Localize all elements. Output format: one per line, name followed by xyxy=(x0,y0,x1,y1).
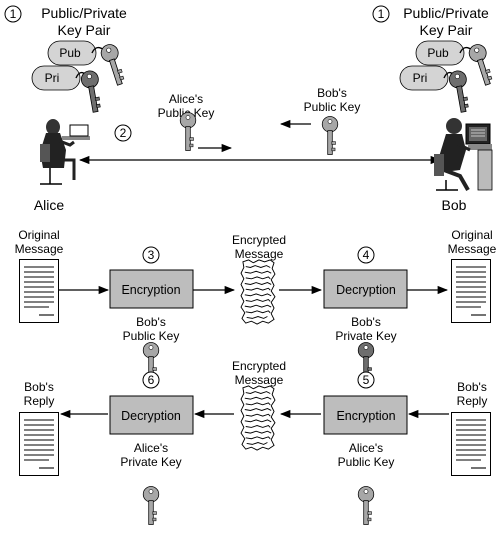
private-key-icon xyxy=(79,69,105,114)
row1-left-doc-label-line1: Original xyxy=(18,228,59,242)
encrypted-message-icon xyxy=(240,259,276,325)
bobs-reply-document-icon xyxy=(19,412,59,476)
row2-key-a-line2: Private Key xyxy=(120,455,181,469)
public-key-icon xyxy=(98,41,129,88)
step-5-marker xyxy=(357,371,375,389)
alice-figure: Alice xyxy=(34,119,90,213)
original-message-document-icon xyxy=(451,259,491,323)
private-key-tag: Pri xyxy=(413,71,428,85)
alice-label: Alice xyxy=(34,197,65,213)
step-2-marker xyxy=(114,124,132,142)
bob-public-key-line2: Public Key xyxy=(304,100,361,114)
step-number: 5 xyxy=(363,373,370,387)
decryption-box-label: Decryption xyxy=(121,409,181,423)
step-6-marker xyxy=(142,371,160,389)
public-key-icon xyxy=(466,41,497,88)
encryption-box xyxy=(323,395,408,435)
private-key-tag: Pri xyxy=(45,71,60,85)
bobs-reply-document-icon xyxy=(451,412,491,476)
step-3-marker xyxy=(142,246,160,264)
step-number: 2 xyxy=(120,126,127,140)
row2-left-doc-label-line2: Reply xyxy=(24,394,55,408)
private-key-pill xyxy=(31,65,81,91)
decryption-box xyxy=(323,269,408,309)
encryption-box-label: Encryption xyxy=(121,283,180,297)
step-1-marker xyxy=(372,5,390,23)
row1-key-a-line2: Public Key xyxy=(123,329,180,343)
public-key-pill xyxy=(415,40,465,66)
private-key-icon xyxy=(447,69,473,114)
bob-public-key-icon xyxy=(321,116,339,155)
key-exchange: Alice's Public Key Bob's Public Key 2 xyxy=(78,86,442,165)
row1-key-b-line1: Bob's xyxy=(351,315,381,329)
step-number: 4 xyxy=(363,248,370,262)
row2-key-b-line2: Public Key xyxy=(338,455,395,469)
alice-computer-icon xyxy=(69,124,89,137)
row1-key-b-line2: Private Key xyxy=(335,329,396,343)
row1-middle-label-line1: Encrypted xyxy=(232,233,286,247)
row2-key-b-line1: Alice's xyxy=(349,441,383,455)
encryption-box xyxy=(109,269,194,309)
alice-public-key-icon xyxy=(179,112,197,151)
bob-key-pair: 1 Public/Private Key Pair Pub Pri xyxy=(372,5,497,114)
step-number: 6 xyxy=(148,373,155,387)
bob-head xyxy=(446,118,462,134)
row1-key-a-line1: Bob's xyxy=(136,315,166,329)
row2-right-doc-label-line2: Reply xyxy=(457,394,488,408)
step-4-marker xyxy=(357,246,375,264)
alice-head xyxy=(46,119,60,135)
row1-right-doc-label-line2: Message xyxy=(448,242,497,256)
row2-right-doc-label-line1: Bob's xyxy=(457,380,487,394)
alice-key-pair: 1 Public/Private Key Pair Pub Pri xyxy=(4,5,129,114)
row1-middle-label-line2: Message xyxy=(235,247,284,261)
key-pair-title-line1: Public/Private xyxy=(403,5,489,21)
step-1-marker xyxy=(4,5,22,23)
row1-right-doc-label-line1: Original xyxy=(451,228,492,242)
step-number: 1 xyxy=(10,7,17,21)
row2-key-a-line1: Alice's xyxy=(134,441,168,455)
bob-public-key-line1: Bob's xyxy=(317,86,347,100)
row1-left-doc-label-line2: Message xyxy=(15,242,64,256)
public-key-pill xyxy=(47,40,97,66)
decryption-box-label: Decryption xyxy=(336,283,396,297)
key-pair-title-line2: Key Pair xyxy=(58,22,111,38)
row2-flow: Bob's Reply 6 Decryption Alice's Private… xyxy=(19,359,491,525)
alice-public-key-icon xyxy=(357,486,375,525)
row2-middle-label-line2: Message xyxy=(235,373,284,387)
original-message-document-icon xyxy=(19,259,59,323)
alice-private-key-icon xyxy=(142,486,160,525)
step-number: 1 xyxy=(378,7,385,21)
bob-figure: Bob xyxy=(434,118,493,213)
key-pair-title-line1: Public/Private xyxy=(41,5,127,21)
public-key-tag: Pub xyxy=(59,46,81,60)
decryption-box xyxy=(109,395,194,435)
bob-label: Bob xyxy=(442,197,467,213)
row2-left-doc-label-line1: Bob's xyxy=(24,380,54,394)
row2-middle-label-line1: Encrypted xyxy=(232,359,286,373)
alice-public-key-line1: Alice's xyxy=(169,92,203,106)
encrypted-message-icon xyxy=(240,385,276,451)
key-pair-title-line2: Key Pair xyxy=(420,22,473,38)
private-key-pill xyxy=(399,65,449,91)
public-key-tag: Pub xyxy=(427,46,449,60)
row1-flow: Original Message 3 Encryption Bob's Publ… xyxy=(15,228,497,381)
encryption-box-label: Encryption xyxy=(336,409,395,423)
step-number: 3 xyxy=(148,248,155,262)
